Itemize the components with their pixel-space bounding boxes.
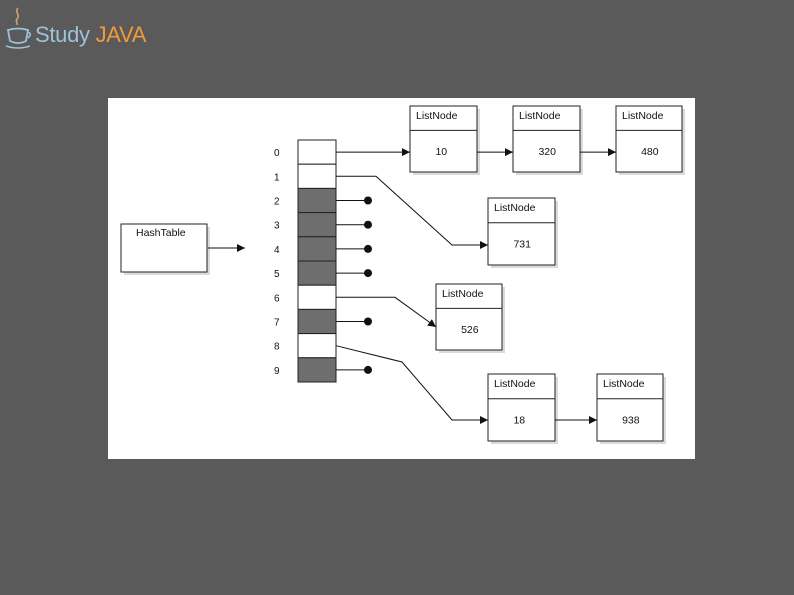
bucket-8 xyxy=(297,333,337,359)
null-pointer-5 xyxy=(336,269,372,278)
bucket-9 xyxy=(297,357,337,383)
bucket-index-8: 8 xyxy=(274,342,280,353)
listnode-value: 480 xyxy=(641,146,659,158)
bucket-1 xyxy=(297,163,337,189)
logo-java-text: JAVA xyxy=(95,22,147,47)
bucket-index-4: 4 xyxy=(274,245,280,256)
listnode-header: ListNode xyxy=(622,110,664,122)
null-pointer-4 xyxy=(336,244,372,253)
listnode-header: ListNode xyxy=(603,378,645,390)
bucket-3 xyxy=(297,212,337,238)
null-pointer-2 xyxy=(336,196,372,205)
logo-wordmark: Study JAVA xyxy=(35,24,146,46)
coffee-cup-icon xyxy=(5,7,32,49)
study-java-logo: Study JAVA xyxy=(3,6,146,52)
bucket-index-3: 3 xyxy=(274,221,280,232)
null-pointer-9 xyxy=(336,365,372,374)
null-pointer-7 xyxy=(336,317,372,326)
listnode-header: ListNode xyxy=(494,202,536,214)
bucket-6-to-526 xyxy=(336,296,437,328)
bucket-1-to-731 xyxy=(336,175,488,249)
bucket-index-1: 1 xyxy=(274,172,280,183)
null-pointer-3 xyxy=(336,220,372,229)
bucket-4 xyxy=(297,236,337,262)
bucket-index-7: 7 xyxy=(274,318,280,329)
listnode-480: ListNode 480 xyxy=(615,105,683,173)
listnode-value: 10 xyxy=(435,146,447,158)
bucket-0 xyxy=(297,139,337,165)
listnode-value: 18 xyxy=(513,415,525,427)
bucket-index-2: 2 xyxy=(274,197,280,208)
listnode-18: ListNode 18 xyxy=(487,373,556,442)
listnode-526: ListNode 526 xyxy=(435,283,503,351)
listnode-731: ListNode 731 xyxy=(487,197,556,266)
null-pointers xyxy=(336,196,372,374)
bucket-index-9: 9 xyxy=(274,366,280,377)
bucket-index-0: 0 xyxy=(274,148,280,159)
list-nodes: ListNode10ListNode320ListNode480ListNode… xyxy=(409,105,683,442)
bucket-6 xyxy=(297,284,337,310)
bucket-index-5: 5 xyxy=(274,269,280,280)
listnode-header: ListNode xyxy=(442,288,484,300)
bucket-7 xyxy=(297,308,337,335)
listnode-320: ListNode 320 xyxy=(512,105,581,173)
listnode-value: 526 xyxy=(461,324,479,336)
listnode-header: ListNode xyxy=(416,110,458,122)
bucket-2 xyxy=(297,187,337,214)
bucket-5 xyxy=(297,260,337,286)
listnode-value: 731 xyxy=(513,239,531,251)
bucket-index-6: 6 xyxy=(274,293,280,304)
listnode-header: ListNode xyxy=(494,378,536,390)
bucket-array: 0 1 2 3 4 5 6 7 8 9 xyxy=(274,139,337,383)
hashtable-box: HashTable xyxy=(120,223,210,275)
listnode-10: ListNode 10 xyxy=(409,105,478,173)
listnode-938: ListNode 938 xyxy=(596,373,664,442)
listnode-value: 320 xyxy=(538,146,556,158)
logo-study-text: Study xyxy=(35,22,90,47)
listnode-header: ListNode xyxy=(519,110,561,122)
listnode-value: 938 xyxy=(622,415,640,427)
connectors xyxy=(208,148,616,424)
bucket-8-to-18 xyxy=(335,345,488,424)
hashtable-label: HashTable xyxy=(136,227,186,239)
